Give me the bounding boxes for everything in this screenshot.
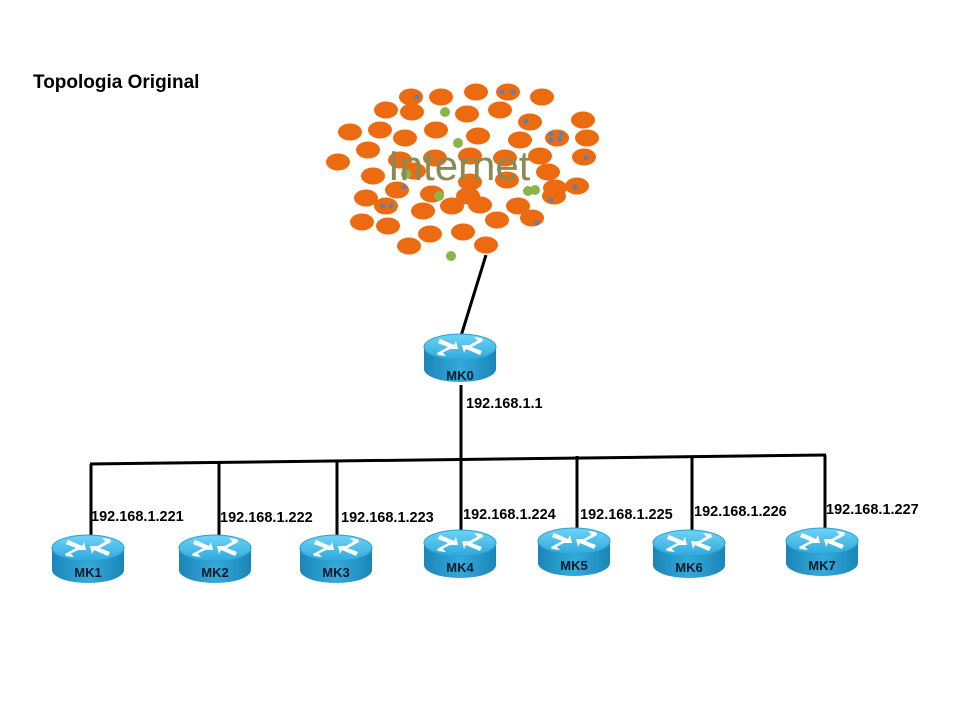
cloud-dot-blue [388, 203, 394, 209]
router-mk7[interactable]: MK7 [785, 527, 859, 577]
cloud-node [455, 105, 479, 123]
bus-line [89, 453, 827, 466]
router-mk4[interactable]: MK4 [423, 529, 497, 579]
router-mk0[interactable]: MK0 [423, 333, 497, 383]
cloud-node [350, 213, 374, 231]
cloud-node [388, 151, 412, 169]
cloud-dot-blue [548, 131, 554, 137]
cloud-dot-blue [523, 118, 529, 124]
link-internet-mk0 [459, 254, 488, 337]
router-drop-links [89, 455, 827, 538]
cloud-node [466, 127, 490, 145]
internet-cloud [326, 83, 599, 261]
cloud-dot-blue [380, 203, 386, 209]
ip-label-mk4: 192.168.1.224 [463, 507, 556, 523]
cloud-node [464, 83, 488, 101]
cloud-node [429, 88, 453, 106]
cloud-node [393, 129, 417, 147]
cloud-dot-blue [401, 184, 407, 190]
cloud-node [456, 187, 480, 205]
ip-label-mk1: 192.168.1.221 [91, 509, 184, 525]
ip-label-mk5: 192.168.1.225 [580, 507, 673, 523]
router-mk1[interactable]: MK1 [51, 534, 125, 584]
router-mk3[interactable]: MK3 [299, 534, 373, 584]
cloud-node [451, 223, 475, 241]
cloud-node [411, 202, 435, 220]
router-label: MK4 [446, 560, 474, 575]
cloud-dot-blue [548, 137, 554, 143]
cloud-node [506, 197, 530, 215]
cloud-dot-green [530, 185, 540, 195]
cloud-dot-blue [534, 220, 540, 226]
router-label: MK7 [808, 558, 835, 573]
router-label: MK0 [446, 368, 473, 383]
cloud-node [361, 167, 385, 185]
cloud-node [530, 88, 554, 106]
cloud-dot-green [401, 169, 411, 179]
cloud-dot-blue [499, 89, 505, 95]
router-mk6[interactable]: MK6 [652, 529, 726, 579]
cloud-node [508, 131, 532, 149]
cloud-dot-green [453, 138, 463, 148]
cloud-node [575, 129, 599, 147]
router-mk5[interactable]: MK5 [537, 527, 611, 577]
router-label: MK6 [675, 560, 702, 575]
cloud-node [440, 197, 464, 215]
cloud-dot-blue [572, 184, 578, 190]
router-label: MK5 [560, 558, 587, 573]
cloud-node [488, 101, 512, 119]
cloud-node [493, 149, 517, 167]
cloud-dot-green [446, 251, 456, 261]
cloud-node [458, 147, 482, 165]
cloud-node [485, 211, 509, 229]
cloud-node [376, 217, 400, 235]
diagram-title: Topologia Original [33, 72, 200, 93]
cloud-node [495, 171, 519, 189]
cloud-dot-blue [548, 197, 554, 203]
router-label: MK2 [201, 565, 228, 580]
ip-label-mk2: 192.168.1.222 [220, 510, 313, 526]
cloud-node [326, 153, 350, 171]
cloud-node [374, 101, 398, 119]
cloud-node [458, 173, 482, 191]
cloud-node [399, 88, 423, 106]
cloud-node [424, 121, 448, 139]
router-mk2[interactable]: MK2 [178, 534, 252, 584]
cloud-node [356, 141, 380, 159]
ip-label-mk7: 192.168.1.227 [826, 502, 919, 518]
cloud-node [518, 113, 542, 131]
cloud-node [571, 111, 595, 129]
cloud-node [536, 163, 560, 181]
ip-label-mk3: 192.168.1.223 [341, 510, 434, 526]
ip-label-mk6: 192.168.1.226 [694, 504, 787, 520]
cloud-node [474, 236, 498, 254]
cloud-node [542, 187, 566, 205]
router-label: MK1 [74, 565, 101, 580]
cloud-node [528, 147, 552, 165]
cloud-node [545, 129, 569, 147]
internet-label: Internet [388, 142, 531, 189]
cloud-dot-blue [510, 89, 516, 95]
cloud-node [374, 197, 398, 215]
cloud-dot-blue [414, 94, 420, 100]
router-label: MK3 [322, 565, 349, 580]
cloud-dot-green [440, 107, 450, 117]
cloud-node [338, 123, 362, 141]
cloud-node [520, 209, 544, 227]
cloud-node [418, 225, 442, 243]
ip-label-mk0: 192.168.1.1 [466, 396, 543, 412]
cloud-dot-blue [557, 136, 563, 142]
cloud-node [496, 83, 520, 101]
cloud-node [397, 237, 421, 255]
cloud-dot-blue [558, 131, 564, 137]
cloud-node [368, 121, 392, 139]
cloud-node [354, 189, 378, 207]
cloud-dot-blue [583, 155, 589, 161]
cloud-dot-green [434, 191, 444, 201]
cloud-node [423, 149, 447, 167]
internet-cloud-overlay [380, 89, 589, 226]
cloud-node [400, 103, 424, 121]
